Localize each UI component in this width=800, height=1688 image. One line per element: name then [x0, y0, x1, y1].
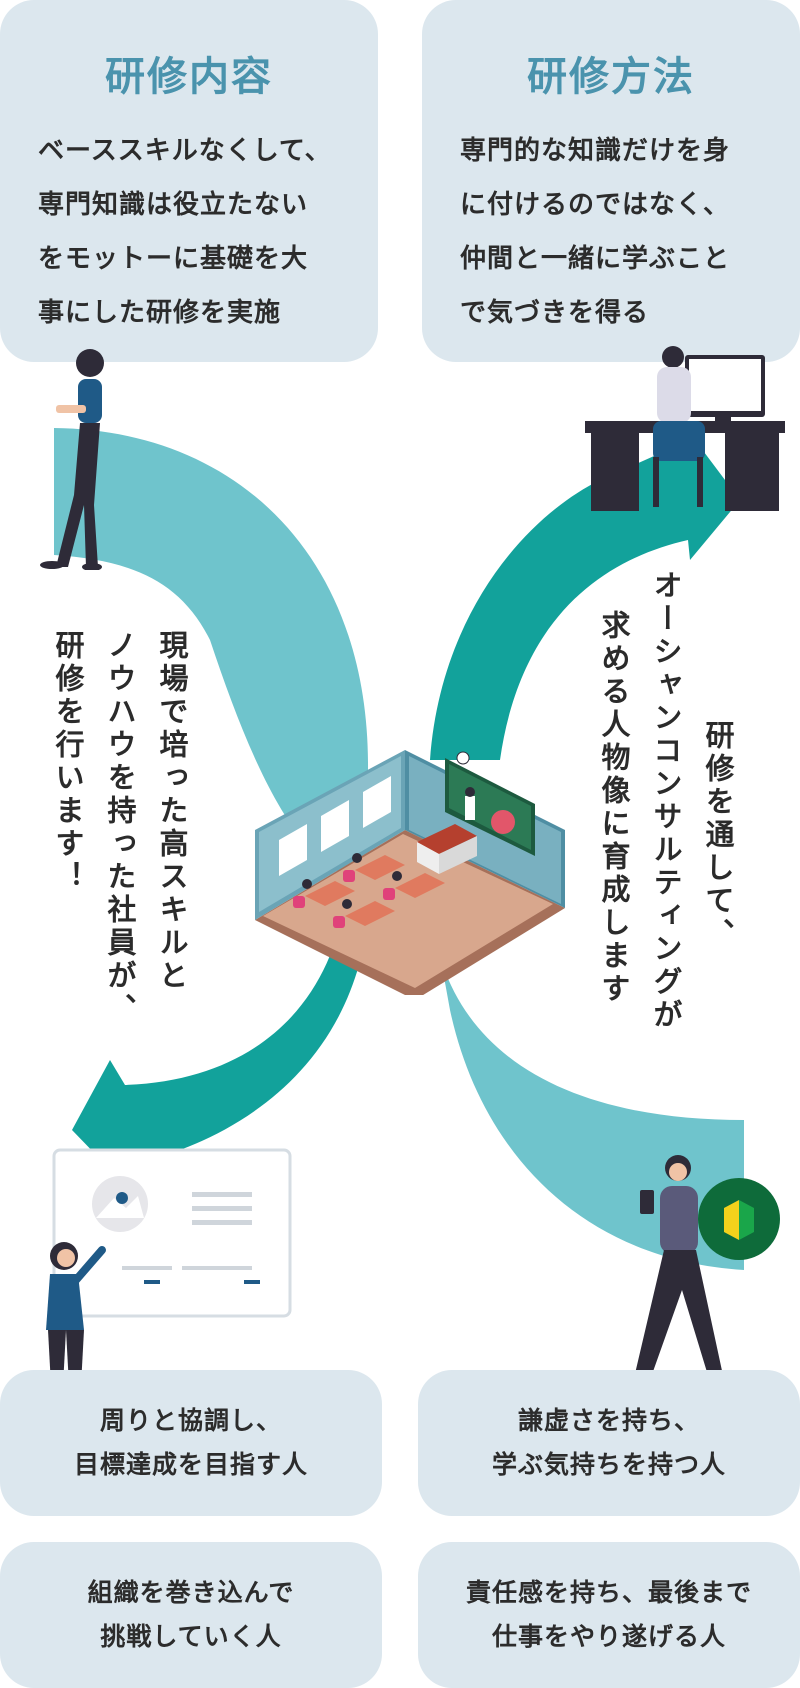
center-right-line: 求める人物像に育成します [597, 610, 631, 1006]
card-line: ベーススキルなくして、 [38, 136, 332, 166]
arrow-ribbon-top-left [54, 428, 370, 880]
center-right-line: 研修を通して、 [701, 720, 735, 951]
center-left-line: 現場で培った高スキルと [155, 630, 189, 993]
wakaba-beginner-mark-icon [698, 1178, 780, 1260]
trait-line: 目標達成を目指す人 [73, 1450, 308, 1479]
classroom-illustration [255, 750, 565, 995]
trait-card-humility: 謙虚さを持ち、 学ぶ気持ちを持つ人 [418, 1370, 800, 1516]
center-right-message: 研修を通して、 オーシャンコンサルティングが 求める人物像に育成します [588, 570, 744, 1130]
trait-line: 学ぶ気持ちを持つ人 [491, 1450, 726, 1479]
card-line: に付けるのではなく、 [460, 190, 731, 220]
card-line: 事にした研修を実施 [38, 298, 282, 328]
center-left-line: ノウハウを持った社員が、 [103, 630, 137, 1026]
card-line: をモットーに基礎を大 [38, 244, 309, 274]
man-at-desk-illustration [585, 346, 785, 511]
trait-line: 挑戦していく人 [100, 1622, 282, 1651]
arrow-ribbon-bottom-left [72, 900, 370, 1190]
trait-line: 謙虚さを持ち、 [517, 1406, 700, 1435]
card-body-training-method: 専門的な知識だけを身 に付けるのではなく、 仲間と一緒に学ぶこと で気づきを得る [422, 124, 800, 340]
card-line: 専門知識は役立たない [38, 190, 309, 220]
card-line: で気づきを得る [460, 298, 650, 328]
center-left-line: 研修を行います！ [51, 630, 85, 894]
trait-card-cooperation: 周りと協調し、 目標達成を目指す人 [0, 1370, 382, 1516]
presentation-board-illustration [52, 1148, 292, 1318]
trait-line: 組織を巻き込んで [87, 1578, 295, 1607]
card-line: 専門的な知識だけを身 [460, 136, 731, 166]
card-title-training-method: 研修方法 [527, 54, 695, 100]
center-right-line: オーシャンコンサルティングが [649, 570, 683, 1032]
trait-card-responsibility: 責任感を持ち、最後まで 仕事をやり遂げる人 [418, 1542, 800, 1688]
woman-with-phone-illustration [40, 349, 104, 570]
arrow-ribbon-bottom-right [430, 900, 744, 1270]
arrow-ribbon-top-right [430, 420, 740, 760]
card-line: 仲間と一緒に学ぶこと [460, 244, 731, 274]
card-training-content: 研修内容 ベーススキルなくして、 専門知識は役立たない をモットーに基礎を大 事… [0, 0, 378, 362]
trait-line: 仕事をやり遂げる人 [491, 1622, 726, 1651]
trait-line: 周りと協調し、 [99, 1406, 282, 1435]
center-left-message: 現場で培った高スキルと ノウハウを持った社員が、 研修を行います！ [42, 630, 198, 1190]
trait-line: 責任感を持ち、最後まで [465, 1578, 752, 1607]
card-title-training-content: 研修内容 [105, 54, 273, 100]
card-body-training-content: ベーススキルなくして、 専門知識は役立たない をモットーに基礎を大 事にした研修… [0, 124, 378, 340]
trait-card-challenge: 組織を巻き込んで 挑戦していく人 [0, 1542, 382, 1688]
card-training-method: 研修方法 専門的な知識だけを身 に付けるのではなく、 仲間と一緒に学ぶこと で気… [422, 0, 800, 362]
